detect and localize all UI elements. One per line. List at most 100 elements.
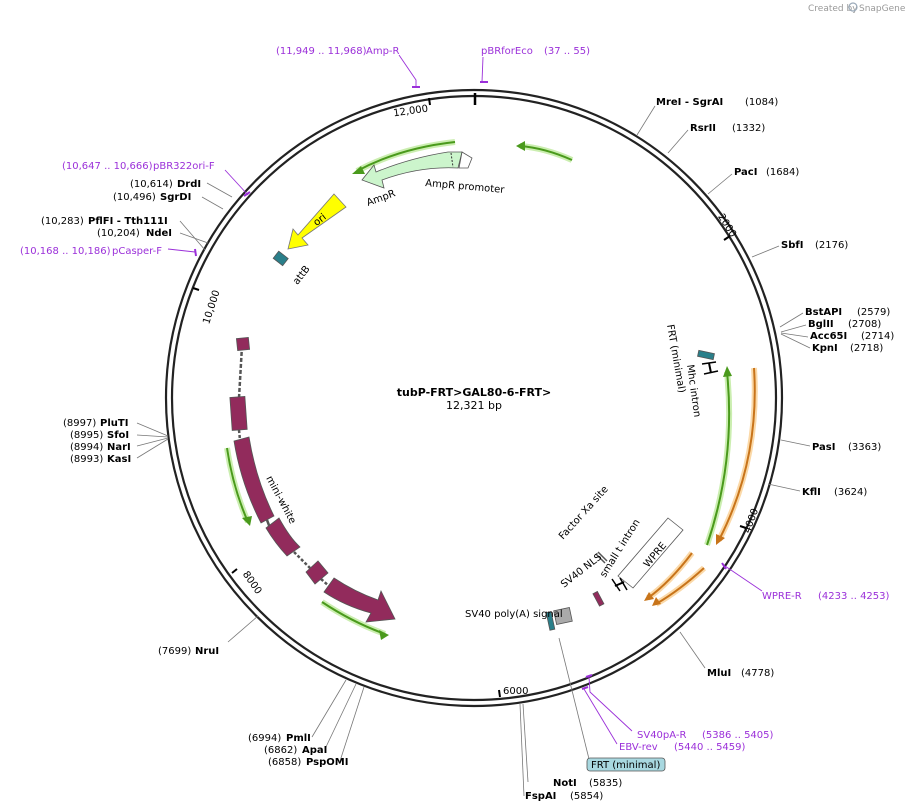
enzyme-sgrdi[interactable]: SgrDI bbox=[160, 192, 191, 203]
enzyme-sbfi-pos: (2176) bbox=[815, 240, 848, 251]
primer-amp-r[interactable]: Amp-R bbox=[366, 46, 400, 57]
enzyme-rsrii[interactable]: RsrII bbox=[690, 123, 716, 134]
primer-ebv-rev-range: (5440 .. 5459) bbox=[674, 742, 746, 753]
enzyme-drdi[interactable]: DrdI bbox=[177, 179, 201, 190]
label-ampr: AmpR bbox=[365, 188, 397, 209]
enzyme-leaders bbox=[136, 105, 811, 797]
plasmid-name: tubP-FRT>GAL80-6-FRT> bbox=[397, 386, 551, 399]
enzyme-fspai[interactable]: FspAI bbox=[525, 791, 556, 802]
primer-pbr322ori-f-range: (10,647 .. 10,666) bbox=[62, 161, 153, 172]
enzyme-bstapi[interactable]: BstAPI bbox=[805, 307, 842, 318]
frt-minimal-bottom-feature[interactable] bbox=[545, 611, 556, 631]
ori-feature[interactable] bbox=[287, 193, 347, 250]
label-attb: attB bbox=[291, 264, 313, 287]
tick-label-12000: 12,000 bbox=[393, 104, 429, 120]
enzyme-kpni[interactable]: KpnI bbox=[812, 343, 838, 354]
enzyme-pasi-pos: (3363) bbox=[848, 442, 881, 453]
plasmid-length: 12,321 bp bbox=[446, 399, 502, 412]
primer-amp-r-range: (11,949 .. 11,968) bbox=[276, 46, 367, 57]
attb-feature[interactable] bbox=[272, 250, 289, 267]
ampr-promoter-feature[interactable] bbox=[458, 151, 473, 169]
enzyme-bstapi-pos: (2579) bbox=[857, 307, 890, 318]
enzyme-kfli[interactable]: KflI bbox=[802, 487, 821, 498]
tick-4000: 4000 bbox=[739, 507, 761, 535]
tick-2000: 2000 bbox=[715, 212, 738, 241]
tick-8000: 8000 bbox=[231, 568, 264, 597]
enzyme-sfoi[interactable]: SfoI bbox=[107, 430, 129, 441]
primer-pbrforeco[interactable]: pBRforEco bbox=[481, 46, 533, 57]
frt-minimal-top-feature[interactable] bbox=[697, 349, 715, 361]
enzyme-pspomi[interactable]: PspOMI bbox=[306, 757, 348, 768]
primer-pcasper-f[interactable]: pCasper-F bbox=[112, 246, 162, 257]
primers: Amp-R (11,949 .. 11,968) pBRforEco (37 .… bbox=[20, 46, 890, 753]
backbone-outer-ring bbox=[164, 88, 784, 708]
mhc-intron-feature[interactable] bbox=[701, 361, 719, 375]
tick-label-4000: 4000 bbox=[742, 507, 761, 535]
tick-10000: 10,000 bbox=[192, 287, 223, 326]
enzyme-mrei[interactable]: MreI - SgrAI bbox=[656, 97, 723, 108]
enzyme-fspai-pos: (5854) bbox=[570, 791, 603, 802]
enzyme-pluti[interactable]: PluTI bbox=[100, 418, 128, 429]
mini-white-gene[interactable] bbox=[229, 336, 396, 623]
enzyme-rsrii-pos: (1332) bbox=[732, 123, 765, 134]
enzyme-bglii[interactable]: BglII bbox=[808, 319, 834, 330]
enzyme-nrui[interactable]: NruI bbox=[195, 646, 219, 657]
enzyme-sgrdi-pos: (10,496) bbox=[113, 192, 156, 203]
tick-label-2000: 2000 bbox=[715, 212, 738, 239]
enzyme-apai[interactable]: ApaI bbox=[302, 745, 327, 756]
enzyme-bglii-pos: (2708) bbox=[848, 319, 881, 330]
tick-12000: 12,000 bbox=[393, 97, 431, 120]
factor-xa-site-feature[interactable] bbox=[597, 551, 608, 562]
enzyme-noti[interactable]: NotI bbox=[553, 778, 577, 789]
sv40-polya-feature[interactable] bbox=[553, 607, 573, 625]
enzyme-pluti-pos: (8997) bbox=[63, 418, 96, 429]
enzyme-kfli-pos: (3624) bbox=[834, 487, 867, 498]
primer-wpre-r[interactable]: WPRE-R bbox=[762, 591, 802, 602]
enzyme-pmli[interactable]: PmlI bbox=[286, 733, 311, 744]
label-factor-xa: Factor Xa site bbox=[557, 484, 611, 542]
tick-label-6000: 6000 bbox=[503, 686, 528, 697]
enzyme-acc65i[interactable]: Acc65I bbox=[810, 331, 847, 342]
label-sv40-polya: SV40 poly(A) signal bbox=[465, 609, 563, 620]
credit-label: Created by bbox=[808, 4, 858, 14]
enzyme-nari-pos: (8994) bbox=[70, 442, 103, 453]
frt-minimal-bottom-badge[interactable] bbox=[586, 757, 666, 772]
enzyme-ndei[interactable]: NdeI bbox=[146, 228, 172, 239]
wpre-feature[interactable] bbox=[617, 517, 684, 589]
primer-pbr322ori-f[interactable]: pBR322ori-F bbox=[153, 161, 215, 172]
ampr-feature[interactable] bbox=[361, 151, 463, 189]
enzyme-pspomi-pos: (6858) bbox=[268, 757, 301, 768]
orf-arrow-top[interactable] bbox=[519, 143, 574, 163]
primer-pcasper-f-range: (10,168 .. 10,186) bbox=[20, 246, 111, 257]
enzyme-pflfi[interactable]: PflFI - Tth111I bbox=[88, 216, 168, 227]
credit-brand: SnapGene bbox=[859, 4, 906, 14]
enzyme-pasi[interactable]: PasI bbox=[812, 442, 835, 453]
enzyme-sbfi[interactable]: SbfI bbox=[781, 240, 803, 251]
primer-wpre-r-range: (4233 .. 4253) bbox=[818, 591, 890, 602]
enzyme-apai-pos: (6862) bbox=[264, 745, 297, 756]
enzyme-labels: MreI - SgrAI (1084) RsrII (1332) PacI (1… bbox=[41, 97, 894, 802]
label-ampr-promoter: AmpR promoter bbox=[425, 178, 506, 196]
label-frt-minimal-top: FRT (minimal) bbox=[664, 324, 687, 394]
primer-ebv-rev[interactable]: EBV-rev bbox=[619, 742, 658, 753]
enzyme-pflfi-pos: (10,283) bbox=[41, 216, 84, 227]
enzyme-pmli-pos: (6994) bbox=[248, 733, 281, 744]
primer-pbrforeco-range: (37 .. 55) bbox=[544, 46, 590, 57]
snapgene-logo-icon bbox=[848, 2, 858, 12]
primer-sv40pa-r[interactable]: SV40pA-R bbox=[637, 730, 686, 741]
sv40-nls-feature[interactable] bbox=[592, 590, 605, 607]
enzyme-acc65i-pos: (2714) bbox=[861, 331, 894, 342]
enzyme-paci[interactable]: PacI bbox=[734, 167, 757, 178]
enzyme-nrui-pos: (7699) bbox=[158, 646, 191, 657]
label-frt-minimal-bottom: FRT (minimal) bbox=[591, 760, 660, 771]
enzyme-nari[interactable]: NarI bbox=[107, 442, 131, 453]
enzyme-kpni-pos: (2718) bbox=[850, 343, 883, 354]
enzyme-mlui-pos: (4778) bbox=[741, 668, 774, 679]
enzyme-noti-pos: (5835) bbox=[589, 778, 622, 789]
enzyme-kasi[interactable]: KasI bbox=[107, 454, 131, 465]
frt-minimal-bottom-leader bbox=[558, 637, 590, 760]
enzyme-mlui[interactable]: MluI bbox=[707, 668, 731, 679]
small-t-intron-feature[interactable] bbox=[611, 577, 628, 592]
